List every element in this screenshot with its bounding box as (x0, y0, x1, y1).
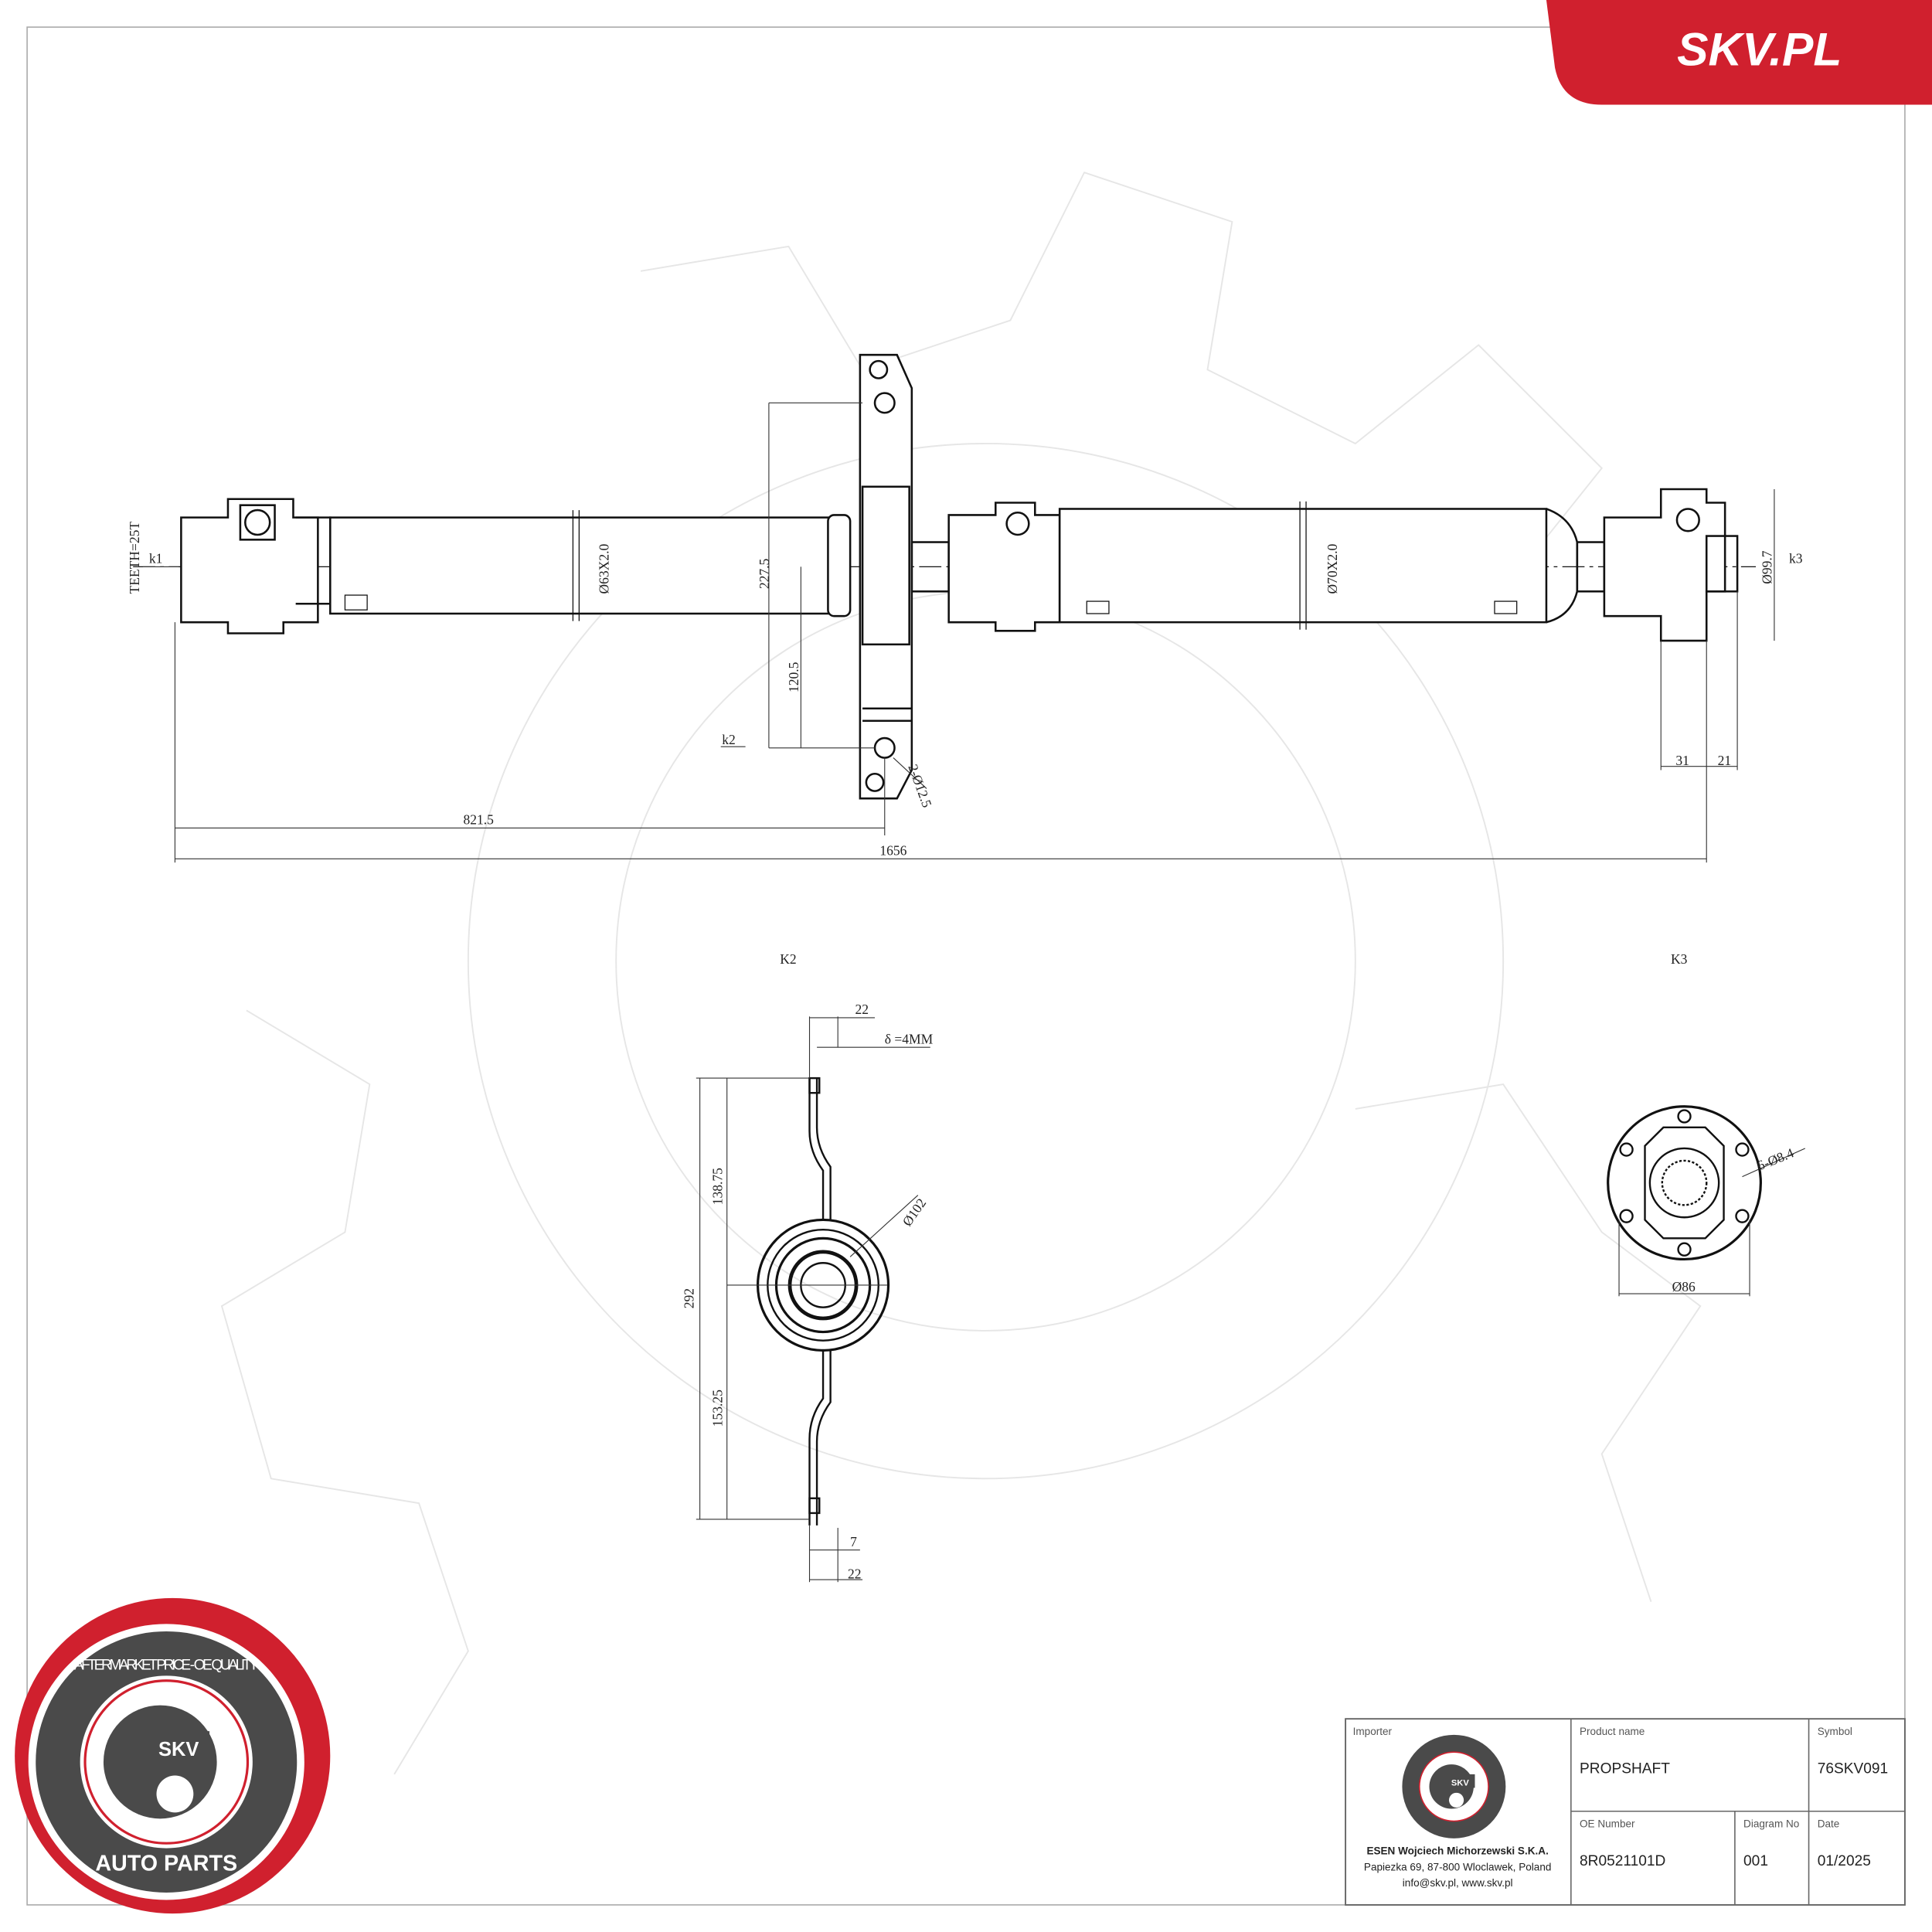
diagram-no: 001 (1743, 1853, 1768, 1869)
oe-number: 8R0521101D (1580, 1853, 1665, 1869)
overall-length-label: 1656 (879, 843, 906, 859)
diagram-no-label: Diagram No (1743, 1818, 1799, 1829)
main-dimensions (142, 402, 1775, 863)
importer-address: Papiezka 69, 87-800 Wloclawek, Poland (1364, 1861, 1551, 1872)
k2-dimensions (696, 1016, 930, 1583)
k2-bottom-22: 22 (848, 1566, 862, 1581)
length-to-bearing-label: 821.5 (463, 812, 494, 828)
importer-logo-skv-text: SKV (1451, 1778, 1469, 1787)
k3-diameter: Ø86 (1672, 1279, 1696, 1294)
k3-title: K3 (1671, 951, 1688, 967)
logo-skv-text: SKV (158, 1739, 199, 1760)
k2-bearing-diameter: Ø102 (900, 1196, 930, 1229)
logo-bottom-text: AUTO PARTS (95, 1851, 237, 1876)
k1-label: k1 (149, 551, 163, 566)
k2-labels: K2 22 δ =4MM Ø102 138.75 292 153.25 7 22 (682, 951, 934, 1582)
k2-lower: 153.25 (709, 1389, 725, 1427)
k2-bearing-view (756, 1077, 890, 1526)
importer-name: ESEN Wojciech Michorzewski S.K.A. (1366, 1845, 1548, 1857)
importer-contact: info@skv.pl, www.skv.pl (1403, 1877, 1513, 1889)
brand-site-label: SKV.PL (1677, 23, 1842, 76)
k3-dimensions (1618, 1148, 1806, 1297)
title-block: Importer SKV ESEN Wojciech Michorzewski … (1345, 1718, 1906, 1906)
dim-31-label: 31 (1675, 753, 1689, 768)
propshaft-side-view (133, 353, 1757, 800)
product-name-label: Product name (1580, 1726, 1645, 1737)
k3-label: k3 (1789, 551, 1803, 566)
watermark-gear (220, 172, 1702, 1775)
importer-label: Importer (1353, 1726, 1393, 1737)
k2-thickness: δ =4MM (885, 1031, 934, 1046)
k2-label: k2 (722, 732, 736, 747)
skv-logo: AFTERMARKET PRICE - OE QUALITY AUTO PART… (15, 1597, 331, 1914)
dim-21-label: 21 (1718, 753, 1732, 768)
flange-diameter-label: Ø99.7 (1760, 550, 1775, 584)
sheet-border (26, 26, 1906, 1906)
importer-logo: SKV (1402, 1734, 1506, 1838)
k2-bottom-7: 7 (850, 1534, 857, 1549)
height-lower-label: 120.5 (786, 662, 801, 692)
k2-total: 292 (682, 1288, 697, 1308)
tube-left-label: Ø63X2.0 (597, 544, 612, 594)
teeth-label: TEETH=25T (127, 522, 142, 594)
k2-top-width: 22 (855, 1002, 869, 1017)
brand-tab[interactable]: SKV.PL (1546, 0, 1932, 105)
k3-flange-view (1607, 1105, 1762, 1261)
k3-holes: 6-Ø8.4 (1755, 1145, 1796, 1173)
logo-top-text: AFTERMARKET PRICE - OE QUALITY (74, 1657, 259, 1673)
product-name: PROPSHAFT (1580, 1760, 1670, 1777)
oe-number-label: OE Number (1580, 1818, 1635, 1829)
date-value: 01/2025 (1818, 1853, 1871, 1869)
k2-upper: 138.75 (709, 1168, 725, 1205)
k2-title: K2 (780, 951, 796, 967)
tube-right-label: Ø70X2.0 (1325, 544, 1340, 594)
date-label: Date (1818, 1818, 1840, 1829)
symbol-label: Symbol (1818, 1726, 1852, 1737)
height-upper-label: 227.5 (757, 558, 772, 589)
holes-label: 2-Ø12.5 (905, 762, 935, 809)
symbol-value: 76SKV091 (1818, 1760, 1888, 1777)
